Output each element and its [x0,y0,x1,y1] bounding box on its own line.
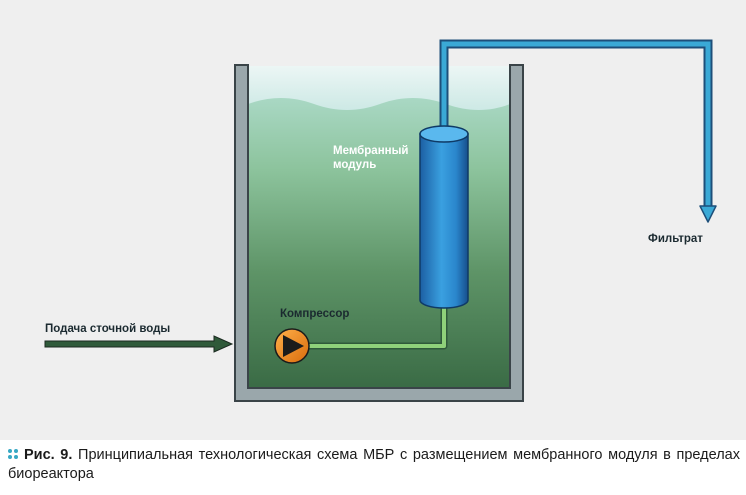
filtrate-label: Фильтрат [648,233,703,245]
caption-text: Принципиальная технологическая схема МБР… [8,447,740,482]
tank [234,64,524,402]
membrane-module-label-line2: модуль [333,159,377,171]
membrane-module [419,125,469,309]
compressor-label: Компрессор [280,308,350,320]
caption-bullet-icon [8,449,18,460]
membrane-module-label: Мембранный модуль [333,144,409,172]
compressor-icon [274,328,310,364]
mbr-schematic [44,39,717,402]
air-pipe-inner [308,306,446,348]
membrane-module-label-line1: Мембранный [333,145,409,157]
feed-arrow [44,335,234,353]
filtrate-pipe-inner [441,41,711,212]
filtrate-arrowhead [699,205,717,223]
figure-caption: Рис. 9. Принципиальная технологическая с… [8,446,740,484]
wastewater-feed-label: Подача сточной воды [45,323,171,335]
caption-label: Рис. 9. [24,447,73,463]
diagram-panel: Мембранный модуль Фильтрат Компрессор По… [0,0,746,440]
